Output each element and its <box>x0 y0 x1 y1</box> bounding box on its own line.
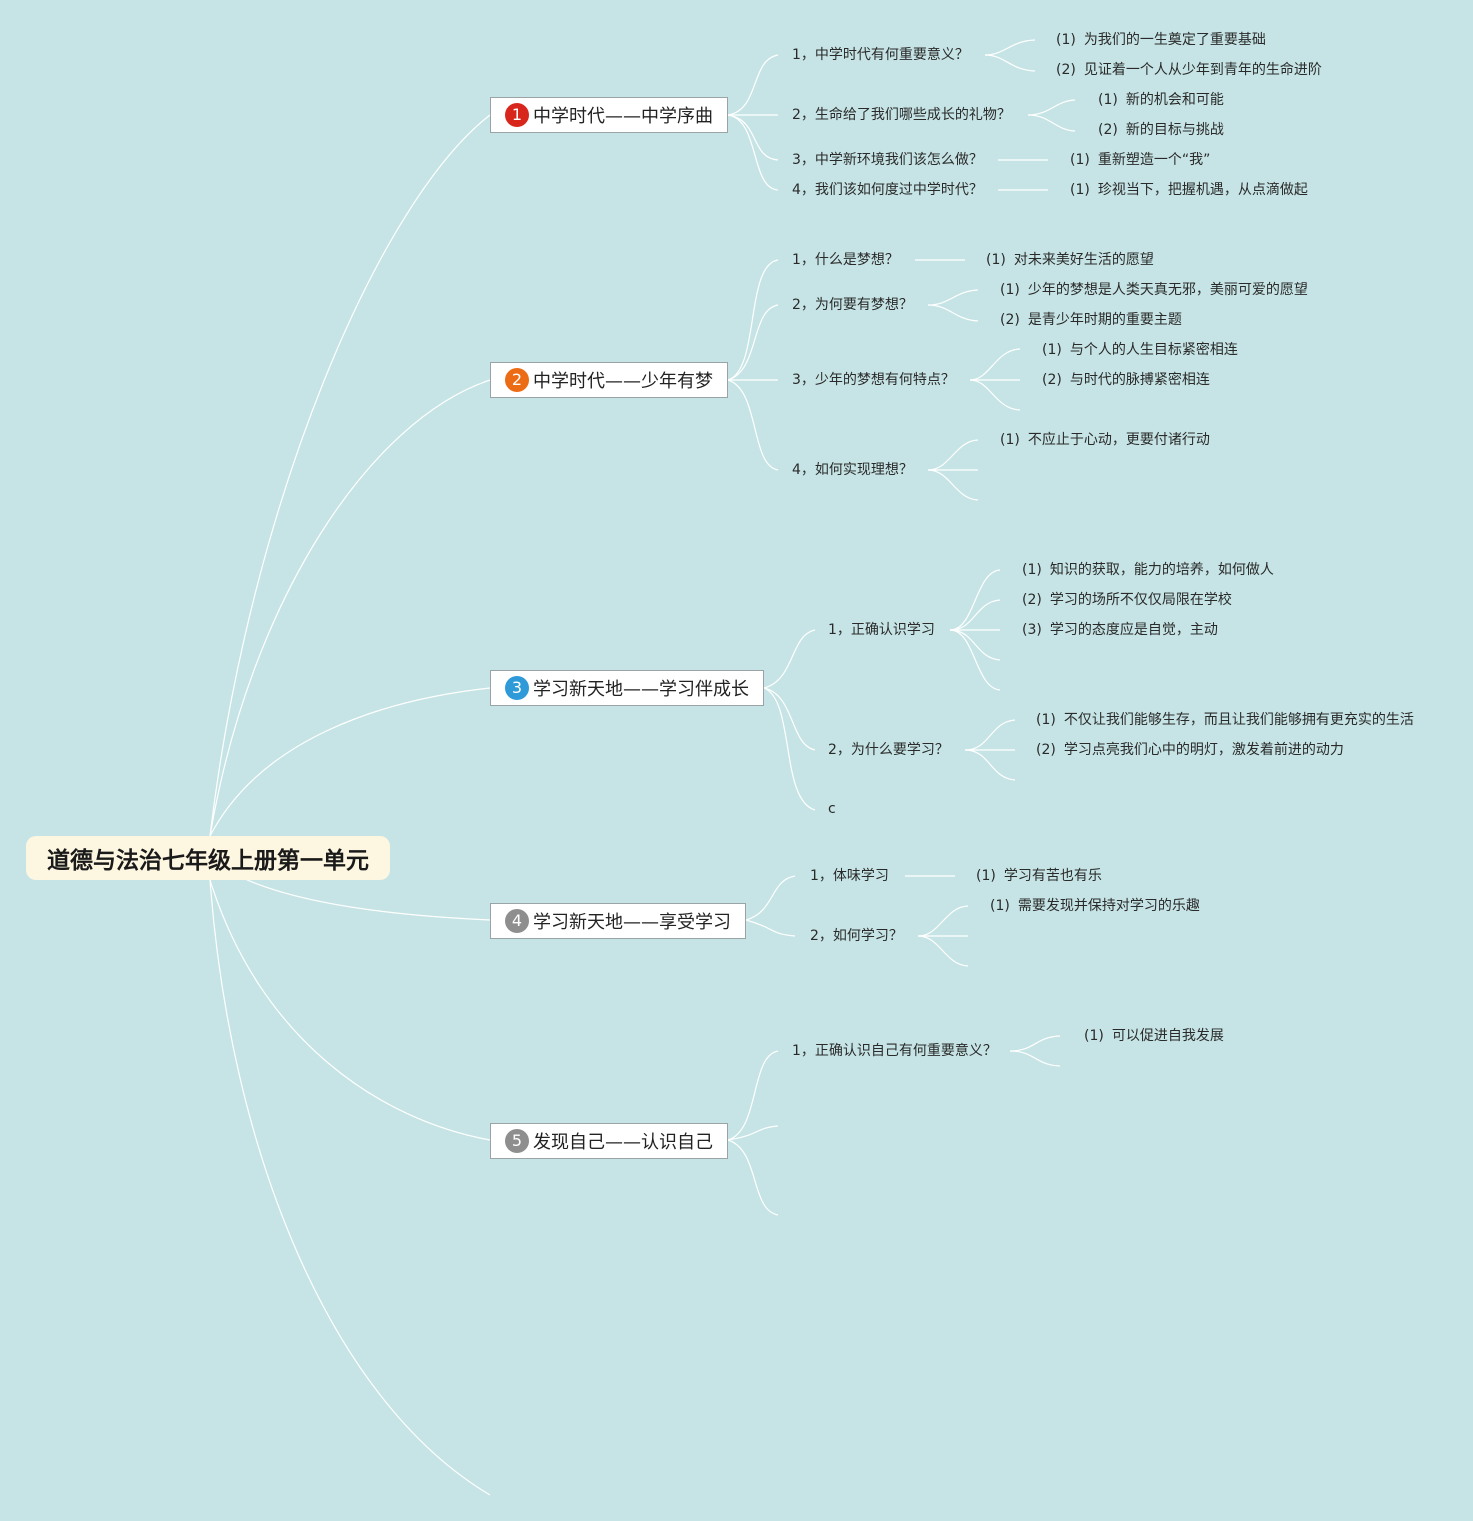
topic-2[interactable]: 2 中学时代——少年有梦 <box>490 362 728 398</box>
leaf-1-2-1[interactable]: (1)新的机会和可能 <box>1098 92 1224 108</box>
leaf-1-2-2[interactable]: (2)新的目标与挑战 <box>1098 122 1224 138</box>
subtopic-5-1[interactable]: 1，正确认识自己有何重要意义？ <box>792 1043 997 1059</box>
subtopic-3-2[interactable]: 2，为什么要学习？ <box>828 742 949 758</box>
leaf-3-1-3[interactable]: (3)学习的态度应是自觉，主动 <box>1022 622 1218 638</box>
topic-1-number-badge: 1 <box>505 103 529 127</box>
leaf-2-3-1[interactable]: (1)与个人的人生目标紧密相连 <box>1042 342 1238 358</box>
leaf-5-1-1[interactable]: (1)可以促进自我发展 <box>1084 1028 1224 1044</box>
leaf-2-1-1[interactable]: (1)对未来美好生活的愿望 <box>986 252 1154 268</box>
subtopic-2-2[interactable]: 2，为何要有梦想？ <box>792 297 913 313</box>
subtopic-2-4[interactable]: 4，如何实现理想？ <box>792 462 913 478</box>
link-root-empty <box>209 879 491 1496</box>
leaf-1-3-1[interactable]: (1)重新塑造一个“我” <box>1070 152 1211 168</box>
topic-2-label: 中学时代——少年有梦 <box>533 371 713 392</box>
subtopic-3-3[interactable]: c <box>828 801 836 817</box>
subtopic-1-4[interactable]: 4，我们该如何度过中学时代？ <box>792 182 983 198</box>
topic-3[interactable]: 3 学习新天地——学习伴成长 <box>490 670 764 706</box>
leaf-1-4-1[interactable]: (1)珍视当下，把握机遇，从点滴做起 <box>1070 182 1308 198</box>
link-root-topic5 <box>209 879 491 1141</box>
topic-4-number-badge: 4 <box>505 909 529 933</box>
leaf-3-1-2[interactable]: (2)学习的场所不仅仅局限在学校 <box>1022 592 1232 608</box>
subtopic-1-1[interactable]: 1，中学时代有何重要意义？ <box>792 47 969 63</box>
subtopic-3-1[interactable]: 1，正确认识学习 <box>828 622 935 638</box>
topic-5-label: 发现自己——认识自己 <box>533 1132 713 1153</box>
topic-3-number-badge: 3 <box>505 676 529 700</box>
topic-1-label: 中学时代——中学序曲 <box>533 106 713 127</box>
leaf-1-1-2[interactable]: (2)见证着一个人从少年到青年的生命进阶 <box>1056 62 1322 78</box>
leaf-4-2-1[interactable]: (1)需要发现并保持对学习的乐趣 <box>990 898 1200 914</box>
subtopic-1-3[interactable]: 3，中学新环境我们该怎么做？ <box>792 152 983 168</box>
topic-2-number-badge: 2 <box>505 368 529 392</box>
leaf-3-2-1[interactable]: (1)不仅让我们能够生存，而且让我们能够拥有更充实的生活 <box>1036 712 1414 728</box>
topic-4-label: 学习新天地——享受学习 <box>533 912 731 933</box>
topic-4[interactable]: 4 学习新天地——享受学习 <box>490 903 746 939</box>
topic-1[interactable]: 1 中学时代——中学序曲 <box>490 97 728 133</box>
link-root-topic3 <box>209 687 491 837</box>
subtopic-2-1[interactable]: 1，什么是梦想？ <box>792 252 899 268</box>
topic-5[interactable]: 5 发现自己——认识自己 <box>490 1123 728 1159</box>
leaf-2-2-1[interactable]: (1)少年的梦想是人类天真无邪，美丽可爱的愿望 <box>1000 282 1308 298</box>
topic-3-label: 学习新天地——学习伴成长 <box>533 679 749 700</box>
leaf-2-4-1[interactable]: (1)不应止于心动，更要付诸行动 <box>1000 432 1210 448</box>
leaf-3-1-1[interactable]: (1)知识的获取，能力的培养，如何做人 <box>1022 562 1274 578</box>
leaf-2-3-2[interactable]: (2)与时代的脉搏紧密相连 <box>1042 372 1210 388</box>
leaf-3-2-2[interactable]: (2)学习点亮我们心中的明灯，激发着前进的动力 <box>1036 742 1344 758</box>
subtopic-4-2[interactable]: 2，如何学习？ <box>810 928 903 944</box>
leaf-1-1-1[interactable]: (1)为我们的一生奠定了重要基础 <box>1056 32 1266 48</box>
topic-5-number-badge: 5 <box>505 1129 529 1153</box>
subtopic-1-2[interactable]: 2，生命给了我们哪些成长的礼物？ <box>792 107 1011 123</box>
leaf-4-1-1[interactable]: (1)学习有苦也有乐 <box>976 868 1102 884</box>
subtopic-2-3[interactable]: 3，少年的梦想有何特点？ <box>792 372 955 388</box>
link-root-topic1 <box>209 114 491 837</box>
root-topic[interactable]: 道德与法治七年级上册第一单元 <box>26 836 390 880</box>
leaf-2-2-2[interactable]: (2)是青少年时期的重要主题 <box>1000 312 1182 328</box>
link-root-topic2 <box>209 379 491 837</box>
subtopic-4-1[interactable]: 1，体味学习 <box>810 868 889 884</box>
